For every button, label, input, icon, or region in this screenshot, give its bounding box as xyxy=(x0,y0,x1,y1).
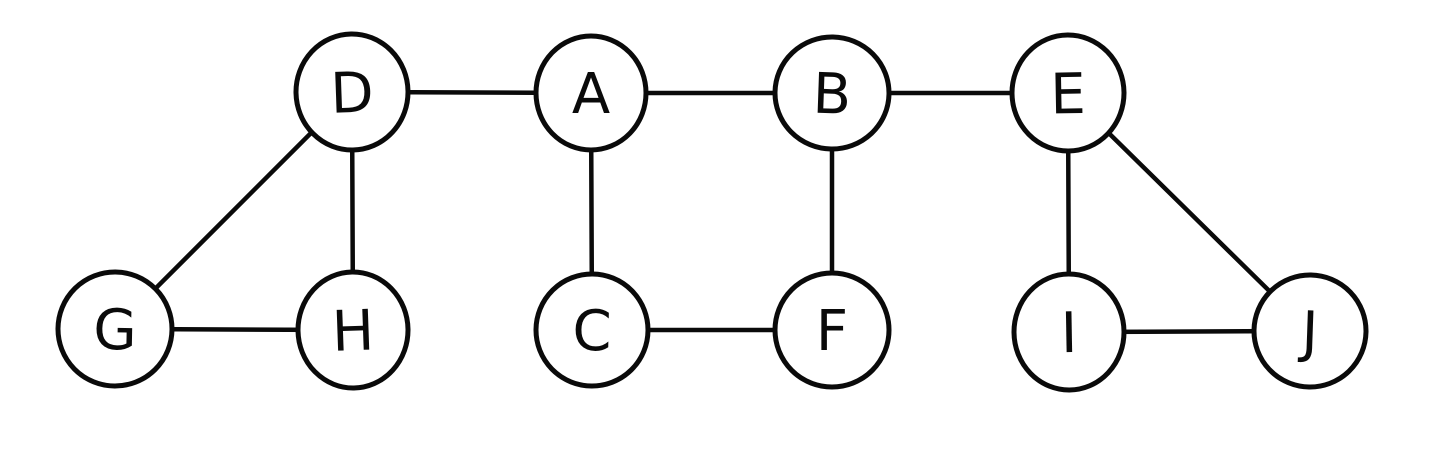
node-label-J: J xyxy=(1298,300,1320,366)
node-label-A: A xyxy=(572,62,610,127)
graph-node-I: I xyxy=(1011,271,1127,393)
node-label-H: H xyxy=(331,298,375,364)
graph-node-G: G xyxy=(55,269,175,389)
graph-node-B: B xyxy=(772,34,892,152)
node-circle-G xyxy=(55,269,175,389)
graph-node-D: D xyxy=(293,31,411,153)
edge-layer xyxy=(112,89,1313,335)
graph-node-J: J xyxy=(1251,272,1369,390)
graph-node-H: H xyxy=(295,269,411,391)
node-label-D: D xyxy=(329,60,374,126)
node-circle-B xyxy=(772,34,892,152)
graph-node-E: E xyxy=(1009,32,1127,154)
node-label-E: E xyxy=(1050,62,1087,128)
node-label-C: C xyxy=(572,299,612,365)
node-label-B: B xyxy=(812,62,853,128)
node-circle-E xyxy=(1009,32,1127,154)
node-label-G: G xyxy=(93,298,138,364)
graph-node-F: F xyxy=(772,270,892,390)
node-circle-H xyxy=(295,269,411,391)
node-circle-A xyxy=(533,33,649,153)
node-label-I: I xyxy=(1060,301,1078,366)
node-circle-J xyxy=(1251,272,1369,390)
graph-node-C: C xyxy=(533,271,651,389)
graph-node-A: A xyxy=(533,33,649,153)
node-circle-D xyxy=(293,31,411,153)
node-layer: D A B E G H C F I J xyxy=(55,31,1369,393)
node-circle-C xyxy=(533,271,651,389)
node-circle-I xyxy=(1011,271,1127,393)
node-label-F: F xyxy=(816,299,848,364)
node-circle-F xyxy=(772,270,892,390)
